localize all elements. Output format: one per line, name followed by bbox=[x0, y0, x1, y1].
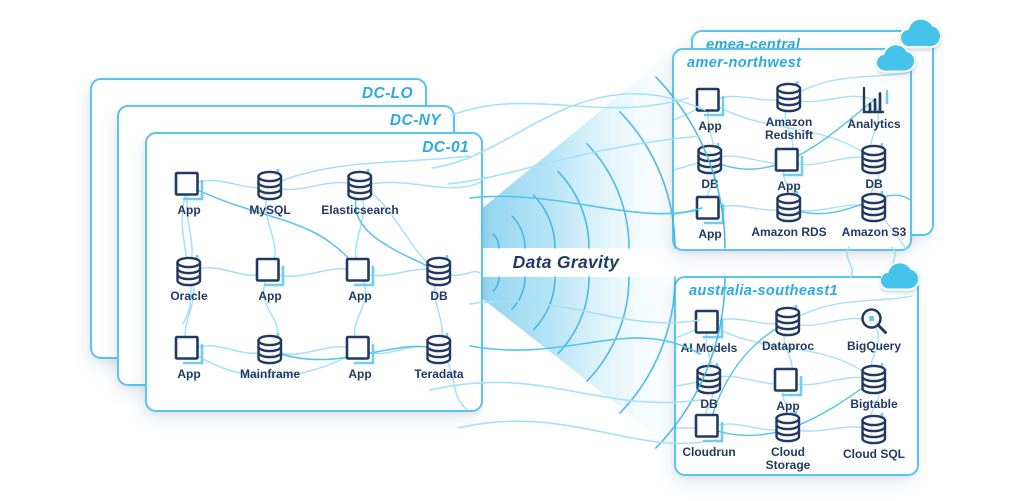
node-label: Amazon S3 bbox=[841, 225, 907, 239]
database-icon bbox=[771, 411, 805, 445]
node-label: MySQL bbox=[249, 203, 291, 217]
node-app: App bbox=[141, 333, 237, 381]
node-label: Cloud Storage bbox=[765, 445, 811, 473]
card-amer-northwest: amer-northwest App Amazon Redshift Analy… bbox=[672, 48, 912, 251]
node-app: App bbox=[312, 333, 408, 381]
card-title: DC-LO bbox=[361, 85, 413, 102]
database-icon bbox=[857, 413, 891, 447]
node-amazon-rds: Amazon RDS bbox=[741, 191, 837, 239]
node-bigquery: BigQuery bbox=[826, 305, 922, 353]
node-oracle: Oracle bbox=[141, 255, 237, 303]
node-app: App bbox=[222, 255, 318, 303]
node-label: Analytics bbox=[847, 117, 901, 131]
app-icon bbox=[172, 169, 206, 203]
app-icon bbox=[693, 193, 727, 227]
node-label: Oracle bbox=[170, 289, 208, 303]
node-db: DB bbox=[826, 143, 922, 191]
app-icon bbox=[172, 333, 206, 367]
database-icon bbox=[693, 143, 727, 177]
node-db: DB bbox=[391, 255, 487, 303]
node-label: Amazon RDS bbox=[751, 225, 827, 239]
node-elasticsearch: Elasticsearch bbox=[312, 169, 408, 217]
app-icon bbox=[693, 85, 727, 119]
card-title: DC-01 bbox=[422, 139, 469, 156]
card-title: DC-NY bbox=[389, 112, 441, 129]
database-icon bbox=[253, 333, 287, 367]
database-icon bbox=[772, 81, 806, 115]
database-icon bbox=[343, 169, 377, 203]
node-label: Amazon Redshift bbox=[765, 115, 813, 143]
node-app: App bbox=[740, 365, 836, 413]
app-icon bbox=[253, 255, 287, 289]
card-australia-southeast1: australia-southeast1 AI Models Dataproc … bbox=[674, 276, 919, 476]
card-dc-01: DC-01 App MySQL Elasticsearch Oracle App… bbox=[145, 132, 483, 412]
node-label: Dataproc bbox=[761, 339, 814, 353]
node-amazon-s3: Amazon S3 bbox=[826, 191, 922, 239]
node-app: App bbox=[312, 255, 408, 303]
node-amazon-redshift: Amazon Redshift bbox=[741, 81, 837, 143]
node-label: DB bbox=[865, 177, 883, 191]
app-icon bbox=[692, 411, 726, 445]
card-title: australia-southeast1 bbox=[689, 283, 839, 299]
node-label: Bigtable bbox=[850, 397, 898, 411]
app-icon bbox=[692, 307, 726, 341]
database-icon bbox=[857, 363, 891, 397]
node-label: App bbox=[698, 227, 722, 241]
node-app: App bbox=[741, 145, 837, 193]
node-label: Elasticsearch bbox=[321, 203, 399, 217]
node-label: BigQuery bbox=[846, 339, 901, 353]
node-app: App bbox=[141, 169, 237, 217]
app-icon bbox=[343, 333, 377, 367]
database-icon bbox=[692, 363, 726, 397]
cloud-icon bbox=[875, 257, 925, 295]
node-analytics: Analytics bbox=[826, 83, 922, 131]
node-label: App bbox=[348, 367, 372, 381]
cloud-icon bbox=[871, 39, 921, 77]
node-label: App bbox=[348, 289, 372, 303]
node-label: Mainframe bbox=[239, 367, 301, 381]
node-label: DB bbox=[700, 397, 718, 411]
analytics-icon bbox=[857, 83, 891, 117]
node-label: App bbox=[258, 289, 282, 303]
node-label: App bbox=[177, 203, 201, 217]
node-label: DB bbox=[430, 289, 448, 303]
database-icon bbox=[422, 333, 456, 367]
database-icon bbox=[172, 255, 206, 289]
node-label: App bbox=[776, 399, 800, 413]
node-label: App bbox=[698, 119, 722, 133]
magnifier-icon bbox=[857, 305, 891, 339]
node-cloud-sql: Cloud SQL bbox=[826, 413, 922, 461]
node-teradata: Teradata bbox=[391, 333, 487, 381]
card-title: amer-northwest bbox=[687, 55, 802, 71]
node-label: DB bbox=[701, 177, 719, 191]
database-icon bbox=[857, 143, 891, 177]
database-icon bbox=[253, 169, 287, 203]
node-dataproc: Dataproc bbox=[740, 305, 836, 353]
database-icon bbox=[422, 255, 456, 289]
node-mysql: MySQL bbox=[222, 169, 318, 217]
app-icon bbox=[772, 145, 806, 179]
node-mainframe: Mainframe bbox=[222, 333, 318, 381]
node-label: App bbox=[777, 179, 801, 193]
node-bigtable: Bigtable bbox=[826, 363, 922, 411]
database-icon bbox=[771, 305, 805, 339]
data-gravity-label: Data Gravity bbox=[512, 252, 620, 272]
node-cloud-storage: Cloud Storage bbox=[740, 411, 836, 473]
app-icon bbox=[771, 365, 805, 399]
node-label: Cloudrun bbox=[682, 445, 736, 459]
node-label: Cloud SQL bbox=[843, 447, 905, 461]
node-label: Teradata bbox=[414, 367, 464, 381]
node-label: App bbox=[177, 367, 201, 381]
database-icon bbox=[772, 191, 806, 225]
node-label: AI Models bbox=[680, 341, 738, 355]
database-icon bbox=[857, 191, 891, 225]
app-icon bbox=[343, 255, 377, 289]
